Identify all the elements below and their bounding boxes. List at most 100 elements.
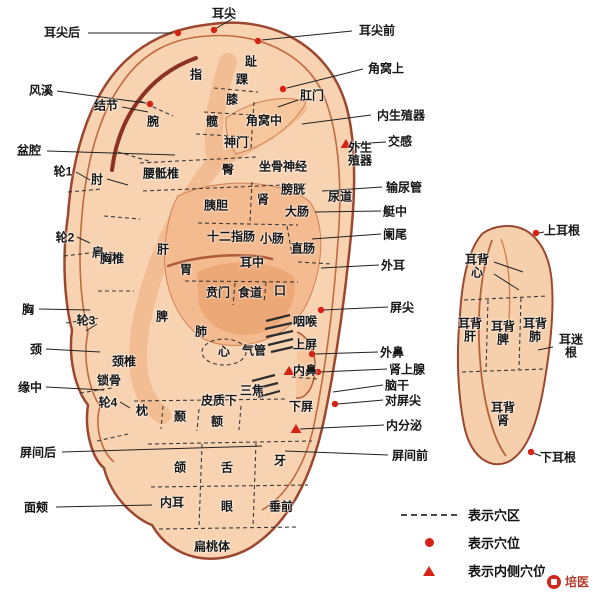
dashed-line-symbol — [400, 514, 458, 516]
acupoint-label: 耳中 — [239, 255, 265, 270]
acupoint-markers — [146, 26, 540, 456]
acupoint-label: 下屏 — [288, 399, 314, 414]
legend-label-medial-point: 表示内侧穴位 — [468, 564, 547, 579]
acupoint-label: 内生殖器 — [376, 108, 426, 123]
acupoint-label: 交感 — [387, 134, 413, 149]
acupoint-label: 阑尾 — [382, 227, 408, 242]
acupoint-label: 角窝中 — [245, 113, 283, 128]
legend: 表示穴区 表示穴位 表示内侧穴位 — [400, 507, 547, 579]
acupoint-label: 颈 — [29, 342, 43, 357]
acupoint-label: 肾 — [256, 192, 270, 207]
acupoint-label: 耳尖前 — [358, 23, 396, 38]
helix-inner-edge-right — [207, 34, 341, 511]
triangular-fossa — [225, 98, 307, 155]
zone-division-lines — [63, 87, 549, 530]
red-dot-symbol — [400, 538, 458, 547]
acupoint-label: 膝 — [225, 92, 239, 107]
acupoint-label: 胸 — [21, 302, 35, 317]
helix-inner-edge-left — [79, 35, 209, 463]
leader-lines — [38, 18, 554, 508]
crus-of-helix — [166, 253, 274, 268]
acupoint-label: 神门 — [223, 135, 249, 150]
acupoint-label: 肾上腺 — [388, 362, 426, 377]
acupoint-label: 坐骨神经 — [258, 159, 308, 174]
front-ear-illustration — [63, 21, 356, 560]
acupoint-label: 上耳根 — [543, 223, 581, 238]
acupoint-label: 肘 — [90, 172, 104, 187]
acupoint-label: 食道 — [237, 285, 263, 300]
acupoint-label: 内鼻 — [292, 363, 318, 378]
watermark-text: 培医 — [564, 575, 589, 589]
acupoint-label: 咽喉 — [292, 314, 318, 329]
acupoint-label: 角窝上 — [367, 61, 405, 76]
acupoint-label: 肛门 — [299, 88, 325, 103]
acupoint-label: 胸椎 — [99, 251, 125, 266]
legend-row-zone: 表示穴区 — [400, 507, 546, 523]
acupoint-label: 扁桃体 — [193, 539, 231, 554]
acupoint-label: 大肠 — [284, 204, 310, 219]
acupoint-label: 趾 — [244, 54, 258, 69]
acupoint-label: 耳背 肝 — [457, 316, 483, 344]
acupoint-label: 牙 — [273, 453, 287, 468]
acupoint-label: 踝 — [235, 72, 249, 87]
acupoint-label: 耳尖后 — [43, 25, 81, 40]
legend-row-point: 表示穴位 — [400, 535, 546, 551]
acupoint-label: 胰胆 — [203, 198, 229, 213]
acupoint-label: 垂前 — [268, 499, 294, 514]
acupoint-label: 肩 — [91, 245, 105, 260]
acupoint-label: 耳背 脾 — [490, 319, 516, 347]
acupoint-label: 肺 — [194, 324, 208, 339]
acupoint-label: 贲门 — [205, 285, 231, 300]
acupoint-label: 耳迷根 — [558, 332, 583, 360]
acupoint-label: 三焦 — [239, 383, 265, 398]
acupoint-label: 结节 — [93, 98, 119, 113]
acupoint-label: 缘中 — [17, 380, 43, 395]
peiyi-logo-icon — [546, 574, 561, 589]
acupoint-label: 外耳 — [380, 258, 406, 273]
acupoint-label: 枕 — [135, 403, 149, 418]
acupoint-label: 艇中 — [382, 204, 408, 219]
acupoint-label: 屏间后 — [19, 445, 57, 460]
acupoint-label: 耳背 肺 — [522, 316, 548, 344]
acupoint-label: 耳背 肾 — [490, 400, 516, 428]
acupoint-label: 轮3 — [76, 313, 96, 328]
acupoint-label: 耳背 心 — [464, 252, 490, 280]
acupoint-label: 小肠 — [259, 231, 285, 246]
acupoint-label: 轮1 — [53, 164, 73, 179]
acupoint-label: 轮2 — [55, 230, 75, 245]
acupoint-label: 臀 — [221, 162, 235, 177]
acupoint-label: 内耳 — [159, 495, 185, 510]
acupoint-label: 颈椎 — [111, 354, 137, 369]
acupoint-label: 屏间前 — [391, 448, 429, 463]
acupoint-label: 气管 — [241, 343, 267, 358]
acupoint-label: 舌 — [220, 460, 234, 475]
acupoint-label: 内分泌 — [385, 418, 423, 433]
tragus — [295, 331, 316, 399]
acupoint-label: 锁骨 — [96, 373, 122, 388]
acupoint-label: 眼 — [220, 499, 234, 514]
hatched-areas — [251, 313, 294, 399]
acupoint-label: 上屏 — [292, 337, 318, 352]
acupoint-label: 屏尖 — [389, 300, 415, 315]
acupoint-label: 颞 — [173, 409, 187, 424]
acupoint-label: 指 — [189, 67, 203, 82]
acupoint-label: 颌 — [173, 460, 187, 475]
acupoint-label: 对屏尖 — [384, 393, 422, 408]
acupoint-label: 轮4 — [98, 395, 118, 410]
acupoint-label: 直肠 — [290, 241, 316, 256]
concha-cavum — [197, 262, 296, 335]
acupoint-label: 面颊 — [23, 500, 49, 515]
legend-label-zone: 表示穴区 — [468, 508, 521, 523]
acupoint-label: 髋 — [205, 114, 219, 129]
acupoint-label: 脑干 — [384, 378, 410, 393]
red-triangle-symbol — [400, 566, 458, 576]
acupoint-label: 胃 — [179, 262, 193, 277]
acupoint-label: 下耳根 — [539, 450, 577, 465]
acupoint-label: 心 — [217, 344, 231, 359]
acupoint-label: 尿道 — [327, 189, 353, 204]
acupoint-label: 风溪 — [28, 83, 54, 98]
acupoint-label: 盆腔 — [16, 143, 42, 158]
acupoint-label: 额 — [210, 414, 224, 429]
